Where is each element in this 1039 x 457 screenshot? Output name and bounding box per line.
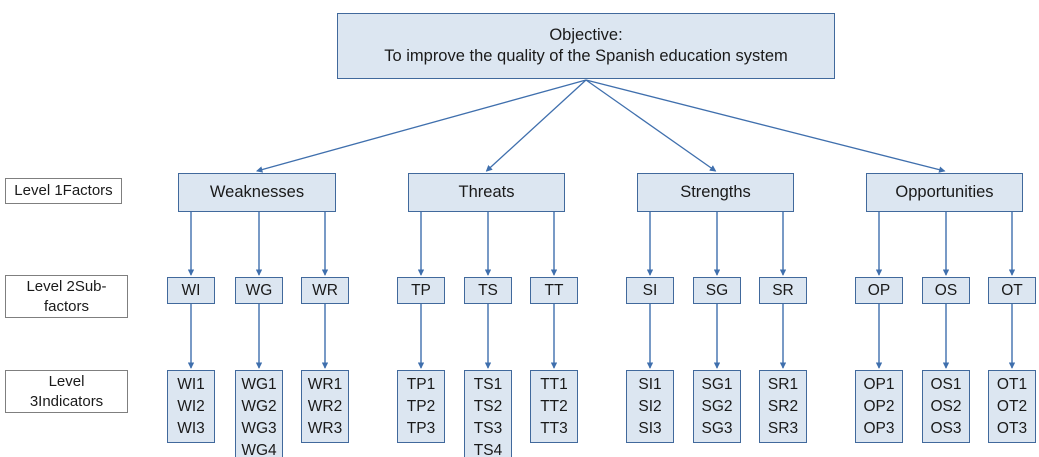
indicator-item: SI2 (638, 398, 662, 415)
indicator-item: OT2 (996, 398, 1028, 415)
indicator-item: OP3 (863, 420, 895, 437)
indicator-item: SR1 (767, 376, 799, 393)
subfactor-box-os: OS (922, 277, 970, 304)
subfactor-box-ts: TS (464, 277, 512, 304)
factor-label: Strengths (680, 182, 751, 201)
indicator-item: WG2 (241, 398, 277, 415)
indicator-item: TT2 (540, 398, 568, 415)
indicator-item: WR1 (307, 376, 343, 393)
objective-line-2: To improve the quality of the Spanish ed… (384, 47, 788, 65)
objective-box: Objective: To improve the quality of the… (337, 13, 835, 79)
indicator-item: TP2 (406, 398, 436, 415)
factor-box-weaknesses: Weaknesses (178, 173, 336, 212)
indicator-item: WI3 (177, 420, 205, 437)
subfactor-box-sg: SG (693, 277, 741, 304)
level-3-label: Level 3Indicators (5, 370, 128, 413)
factor-label: Threats (458, 182, 515, 201)
indicator-item: OP1 (863, 376, 895, 393)
subfactor-label: TP (411, 281, 431, 299)
indicator-item: WG3 (241, 420, 277, 437)
indicator-item: SR3 (767, 420, 799, 437)
level-2-label-line-1: Level 2Sub- (26, 278, 107, 295)
level-1-label-line-1: Level 1Factors (14, 182, 113, 200)
indicator-item: TS3 (473, 420, 503, 437)
indicator-item: SG3 (701, 420, 733, 437)
indicator-item: OT1 (996, 376, 1028, 393)
subfactor-to-indicator-edges (187, 304, 1016, 369)
level-2-label: Level 2Sub- factors (5, 275, 128, 318)
indicator-item: SG1 (701, 376, 733, 393)
indicator-item: TT1 (540, 376, 568, 393)
indicator-item: WG1 (241, 376, 277, 393)
subfactor-label: SI (642, 281, 658, 299)
level-3-label-line-1: Level (48, 373, 85, 390)
subfactor-label: WI (181, 281, 201, 299)
indicator-item: TS2 (473, 398, 503, 415)
objective-to-factor-edges (255, 79, 946, 173)
subfactor-label: OP (867, 281, 891, 299)
level-1-label: Level 1Factors (5, 178, 122, 204)
subfactor-label: OS (934, 281, 958, 299)
level-3-label-line-2: 3Indicators (29, 392, 104, 410)
indicator-item: WI1 (177, 376, 205, 393)
factor-to-subfactor-edges (187, 212, 1016, 276)
objective-line-1: Objective: (549, 25, 623, 44)
level-2-label-line-2: factors (43, 297, 89, 315)
subfactor-label: WR (312, 281, 338, 299)
indicator-item: WR3 (307, 420, 343, 437)
factor-label: Weaknesses (209, 182, 305, 201)
indicator-item: SG2 (701, 398, 733, 415)
factor-box-strengths: Strengths (637, 173, 794, 212)
subfactor-box-ot: OT (988, 277, 1036, 304)
subfactor-label: WG (245, 281, 273, 299)
subfactor-box-wi: WI (167, 277, 215, 304)
subfactor-box-tt: TT (530, 277, 578, 304)
factor-box-opportunities: Opportunities (866, 173, 1023, 212)
subfactor-label: SG (705, 281, 729, 299)
indicator-item: OT3 (996, 420, 1028, 437)
indicator-item: TT3 (540, 420, 568, 437)
subfactor-label: OT (1001, 281, 1023, 299)
indicator-item: SI3 (638, 420, 662, 437)
indicator-item: OS1 (930, 376, 962, 393)
indicator-item: SI1 (638, 376, 662, 393)
indicator-item: SR2 (767, 398, 799, 415)
subfactor-label: TS (478, 281, 498, 299)
subfactor-label: SR (772, 281, 794, 299)
indicator-item: OS2 (930, 398, 962, 415)
subfactor-box-wg: WG (235, 277, 283, 304)
indicator-item: TS4 (473, 442, 503, 457)
indicator-item: OS3 (930, 420, 962, 437)
indicator-item: WG4 (241, 442, 277, 457)
subfactor-box-wr: WR (301, 277, 349, 304)
indicator-item: OP2 (863, 398, 895, 415)
indicator-item: TS1 (473, 376, 503, 393)
subfactor-box-sr: SR (759, 277, 807, 304)
subfactor-box-tp: TP (397, 277, 445, 304)
indicator-item: TP3 (406, 420, 436, 437)
subfactor-label: TT (544, 281, 564, 299)
subfactor-box-op: OP (855, 277, 903, 304)
indicator-item: WI2 (177, 398, 205, 415)
indicator-item: TP1 (406, 376, 436, 393)
factor-box-threats: Threats (408, 173, 565, 212)
factor-label: Opportunities (895, 182, 994, 201)
subfactor-box-si: SI (626, 277, 674, 304)
indicator-item: WR2 (307, 398, 343, 415)
